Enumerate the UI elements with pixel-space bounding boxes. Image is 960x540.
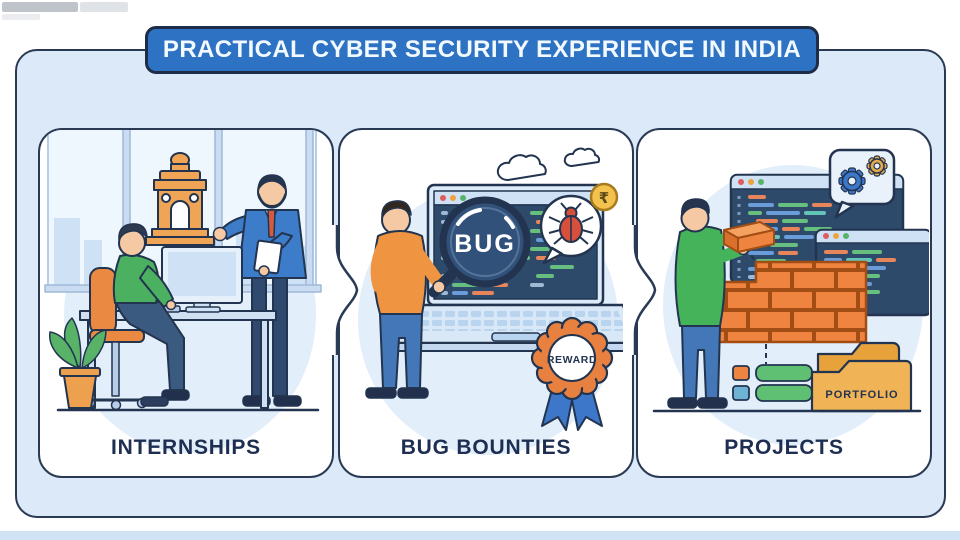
- legend-swatches-icon: [732, 364, 813, 402]
- scan-artifact: [2, 2, 78, 12]
- page-title: PRACTICAL CYBER SECURITY EXPERIENCE IN I…: [162, 36, 802, 63]
- panel-connector-chevron: [325, 225, 359, 355]
- portfolio-folder-icon: PORTFOLIO: [810, 341, 913, 413]
- scan-artifact: [80, 2, 128, 12]
- magnifier-icon: BUG: [428, 196, 531, 298]
- gear-icon: [866, 155, 888, 177]
- bug-icon: [548, 202, 594, 245]
- gears-speech-bubble-icon: [828, 148, 896, 219]
- panel-label-internships: INTERNSHIPS: [111, 436, 261, 459]
- monitor-icon: [161, 246, 243, 313]
- intern-person: [112, 223, 190, 407]
- india-gate-icon: [145, 152, 215, 246]
- panel-label-bug-bounties: BUG BOUNTIES: [400, 436, 572, 459]
- panel-internships: INTERNSHIPS: [38, 128, 334, 478]
- rupee-symbol: ₹: [599, 190, 609, 207]
- panel-bug-bounties: BUG ₹: [338, 128, 634, 478]
- gear-icon: [838, 167, 866, 195]
- folder-text: PORTFOLIO: [825, 389, 898, 401]
- magnifier-text: BUG: [454, 230, 516, 258]
- panel-connector-chevron: [623, 225, 657, 355]
- brick-icon: [723, 221, 775, 253]
- reward-badge-icon: REWARD: [530, 316, 614, 431]
- panel-label-projects: PROJECTS: [724, 436, 844, 459]
- title-banner: PRACTICAL CYBER SECURITY EXPERIENCE IN I…: [145, 26, 819, 74]
- bug-speech-bubble-icon: [539, 194, 603, 265]
- panel-projects: PORTFOLIO PROJECTS: [636, 128, 932, 478]
- bounty-hunter-person: [365, 200, 445, 399]
- scan-artifact: [2, 14, 40, 20]
- plant-icon: [49, 317, 107, 409]
- builder-person: [667, 198, 775, 409]
- projects-illustration: PORTFOLIO: [652, 148, 929, 445]
- bottom-accent-strip: [0, 531, 960, 540]
- badge-text: REWARD: [547, 354, 597, 366]
- rupee-coin-icon: ₹: [589, 182, 619, 212]
- bug-bounties-illustration: BUG ₹: [358, 147, 631, 455]
- cloud-icon: [496, 147, 601, 181]
- internships-illustration: [44, 130, 322, 453]
